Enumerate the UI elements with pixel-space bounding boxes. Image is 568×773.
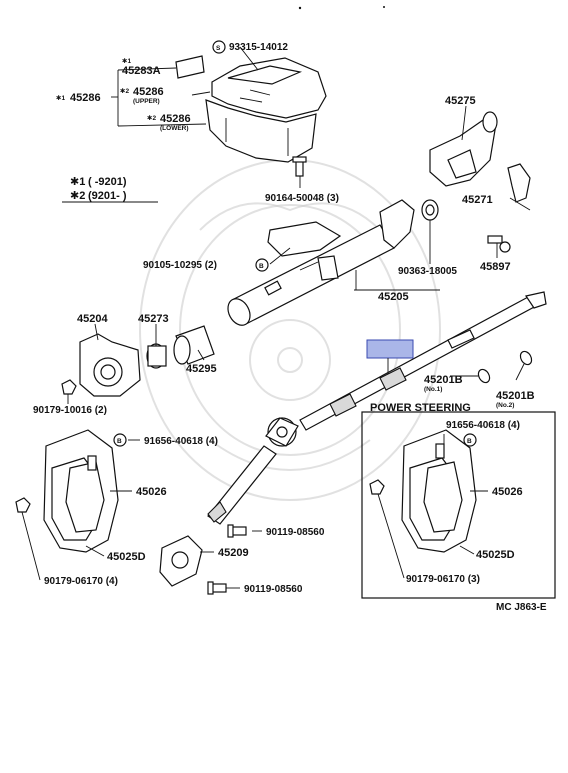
nut-90179-10016[interactable] <box>61 379 77 395</box>
label-45201b-1: 45201B <box>424 374 463 386</box>
ring-45201b-1[interactable] <box>476 367 492 384</box>
ring-45201b-2[interactable] <box>518 349 534 366</box>
label-91656-left: 91656-40618 (4) <box>144 436 218 447</box>
label-90179-10016: 90179-10016 (2) <box>33 405 107 416</box>
label-45286-upper: 45286 <box>133 86 164 98</box>
nut-90179-06170-right[interactable] <box>369 479 385 495</box>
label-45204: 45204 <box>77 313 108 325</box>
label-45897: 45897 <box>480 261 511 273</box>
sub-45286-lower: (LOWER) <box>160 125 189 132</box>
universal-joint[interactable] <box>265 417 299 447</box>
speck-dot <box>383 6 385 8</box>
column-cover-lower[interactable] <box>205 99 317 163</box>
label-90105: 90105-10295 (2) <box>143 260 217 271</box>
power-steering-title: POWER STEERING <box>370 402 471 414</box>
seal-45025d-right[interactable] <box>423 461 463 533</box>
column-cover-upper[interactable] <box>211 57 327 119</box>
label-45201b-2: 45201B <box>496 390 535 402</box>
sub-45201b-1: (No.1) <box>424 386 442 393</box>
label-45275: 45275 <box>445 95 476 107</box>
bolt-91656-left[interactable] <box>87 455 97 471</box>
label-90179-06170-right: 90179-06170 (3) <box>406 574 480 585</box>
bushing-45273[interactable] <box>146 343 167 369</box>
label-90179-06170-left: 90179-06170 (4) <box>44 576 118 587</box>
label-45025d-left: 45025D <box>107 551 146 563</box>
joint-45209[interactable] <box>159 535 203 587</box>
nut-90179-06170-left[interactable] <box>15 497 31 513</box>
bracket-45204[interactable] <box>79 333 141 397</box>
sub-45286-upper: (UPPER) <box>133 98 160 105</box>
label-45286-main: 45286 <box>70 92 101 104</box>
label-90119-a: 90119-08560 <box>266 527 325 538</box>
label-45209: 45209 <box>218 547 249 559</box>
power-steering-frame <box>361 411 556 599</box>
mark-45286-main: ✱1 <box>56 95 65 102</box>
label-90119-b: 90119-08560 <box>244 584 303 595</box>
steering-main-shaft[interactable] <box>299 291 547 431</box>
label-45205: 45205 <box>378 291 409 303</box>
label-45295: 45295 <box>186 363 217 375</box>
label-90363: 90363-18005 <box>398 266 457 277</box>
bolt-45897[interactable] <box>487 235 511 253</box>
legend-range-1: ( -9201) <box>88 176 127 188</box>
mark-45283a: ✱1 <box>122 58 131 65</box>
highlight-marker[interactable] <box>366 339 414 359</box>
badge-s: S <box>216 45 221 52</box>
label-90164: 90164-50048 (3) <box>265 193 339 204</box>
intermediate-shaft[interactable] <box>207 445 277 525</box>
label-45273: 45273 <box>138 313 169 325</box>
legend-mark-2: ✱2 <box>70 190 85 202</box>
mark-45286-lower: ✱2 <box>147 115 156 122</box>
mark-45286-upper: ✱2 <box>120 88 129 95</box>
legend-mark-1: ✱1 <box>70 176 85 188</box>
label-45026-left: 45026 <box>136 486 167 498</box>
label-45025d-right: 45025D <box>476 549 515 561</box>
bolt-90119-a[interactable] <box>227 524 247 538</box>
label-91656-right: 91656-40618 (4) <box>446 420 520 431</box>
screw-90164[interactable] <box>292 156 307 177</box>
badge-b-91656-left: B <box>117 438 122 445</box>
bolt-91656-right[interactable] <box>435 443 445 459</box>
sub-45201b-2: (No.2) <box>496 402 514 409</box>
labels: S 93315-14012 ✱1 45283A ✱1 45286 ✱2 4528… <box>33 40 547 613</box>
bolt-90119-b[interactable] <box>207 581 227 595</box>
label-45283a: 45283A <box>122 65 161 77</box>
cover-pad-45283a[interactable] <box>175 55 205 79</box>
sleeve-45295[interactable] <box>173 325 215 365</box>
bearing-90363[interactable] <box>421 199 439 221</box>
label-45271: 45271 <box>462 194 493 206</box>
legend-range-2: (9201- ) <box>88 190 127 202</box>
badge-b-90105: B <box>259 263 264 270</box>
label-93315: 93315-14012 <box>229 42 288 53</box>
lock-housing-45275[interactable] <box>429 111 498 187</box>
column-tube-45205[interactable] <box>224 199 415 329</box>
bracket-45271[interactable] <box>507 163 531 203</box>
label-45026-right: 45026 <box>492 486 523 498</box>
leader-lines <box>21 46 531 589</box>
badge-b-91656-right: B <box>467 438 472 445</box>
label-45286-lower: 45286 <box>160 113 191 125</box>
callout-bracket-45286 <box>111 67 211 127</box>
diagram-code: MC J863-E <box>496 602 547 613</box>
speck-dot <box>298 6 302 10</box>
